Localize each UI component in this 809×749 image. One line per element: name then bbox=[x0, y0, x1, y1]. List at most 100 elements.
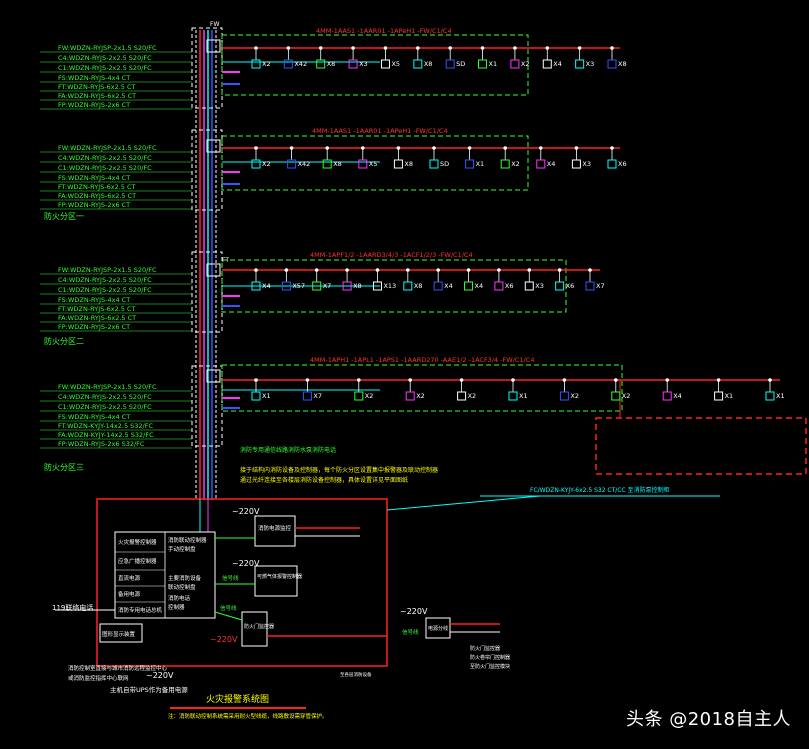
gas-alarm-label: 可燃气体报警控制器 bbox=[257, 573, 302, 580]
remote-monitor-note: 或消防监控指挥中心联网 bbox=[68, 674, 129, 682]
isolator-module bbox=[206, 263, 221, 277]
device-count-label: X8 bbox=[333, 160, 342, 168]
signal-line-label: 信号线 bbox=[402, 628, 419, 636]
bus-tap-point bbox=[466, 268, 471, 272]
cabinet-cell: 直流电源 bbox=[118, 574, 141, 582]
bus-tap-point bbox=[416, 46, 420, 50]
device-symbol bbox=[542, 59, 552, 69]
voltage-label: ~220V bbox=[232, 507, 260, 516]
device-symbol bbox=[316, 59, 326, 69]
device-symbol bbox=[571, 159, 581, 169]
phone-119-label: 119联络电话 bbox=[52, 603, 93, 612]
device-symbol bbox=[251, 281, 261, 291]
device-count-label: X7 bbox=[596, 282, 605, 290]
device-count-label: X2 bbox=[622, 392, 631, 400]
device-count-label: X6 bbox=[618, 160, 627, 168]
graphic-display-unit bbox=[99, 623, 143, 643]
cabinet-cell: 手动控制盘 bbox=[168, 545, 196, 553]
zone-label: 防火分区三 bbox=[44, 462, 84, 472]
bus-tap-point bbox=[480, 46, 485, 50]
floor-junction-box bbox=[191, 129, 223, 211]
device-symbol bbox=[555, 281, 565, 291]
bus-tap-point bbox=[545, 46, 550, 50]
device-count-label: X1 bbox=[262, 392, 271, 400]
power-distribution-box bbox=[425, 617, 451, 639]
device-count-label: SD bbox=[440, 160, 449, 168]
bus-tap-point bbox=[610, 46, 614, 50]
device-count-label: X4 bbox=[475, 282, 484, 290]
cable-label: FA:WDZN-RYJS-6x2.5 CT bbox=[58, 92, 136, 100]
bus-tap-point bbox=[406, 268, 410, 272]
bus-tap-point bbox=[383, 46, 388, 50]
cable-label: C1:WDZN-RYJS-2x2.5 S20/FC bbox=[58, 403, 152, 411]
diagram-note: 注：消防联动控制系统需采用耐火型线缆，线路敷设需穿管保护。 bbox=[168, 712, 328, 720]
cable-label: FA:WDZN-RYJS-6x2.5 CT bbox=[58, 314, 136, 322]
device-symbol bbox=[478, 59, 488, 69]
notes-block: 消防专用通信线路消防水泵消防电话 接于结构内消防设备及控制器，每个防火分区设置集… bbox=[240, 446, 720, 497]
voltage-label: ~220V bbox=[232, 559, 260, 568]
note-line: 通过光纤连接至各楼层消防设备控制器，具体设置详见平面图纸 bbox=[240, 476, 408, 484]
device-symbol bbox=[457, 391, 467, 401]
device-count-label: X8 bbox=[327, 60, 336, 68]
bus-tap-point bbox=[361, 146, 365, 150]
cabinet-cell: 主要消防设备 bbox=[168, 574, 202, 582]
bus-tap-point bbox=[318, 46, 323, 50]
bus-tap-point bbox=[467, 146, 472, 150]
device-symbol bbox=[358, 159, 368, 169]
device-symbol bbox=[413, 59, 423, 69]
device-symbol bbox=[445, 59, 455, 69]
isolator-module bbox=[206, 39, 221, 53]
fire-door-monitor-box bbox=[241, 611, 268, 647]
watermark: 头条 @2018自主人 bbox=[625, 709, 791, 730]
bus-tap-point bbox=[254, 378, 258, 382]
bottom-small-note: 至各层消防设备 bbox=[340, 671, 372, 678]
bus-tap-point bbox=[577, 46, 582, 50]
cable-label: FP:WDZN-RYJS-2x6 CT bbox=[58, 101, 130, 109]
cable-label: FP:WDZN-RYJS-2x6 CT bbox=[58, 201, 130, 209]
voltage-label: ~220V bbox=[400, 607, 428, 616]
device-symbol bbox=[429, 159, 439, 169]
isolator-module bbox=[206, 139, 221, 153]
bus-tap-point bbox=[408, 378, 413, 382]
device-count-label: X2 bbox=[262, 160, 271, 168]
device-count-label: X2 bbox=[416, 392, 425, 400]
device-symbol bbox=[500, 159, 510, 169]
loop-title: 4MM-1AAS1 -1AAR01 -1APeH1 -FW/C1/C4 bbox=[316, 27, 452, 35]
cable-label: FW:WDZN-RYJSP-2x1.5 S20/FC bbox=[58, 383, 157, 391]
cabinet-cell: 消防专用电话总机 bbox=[118, 606, 163, 614]
power-monitor-box bbox=[254, 515, 296, 547]
cable-label: C4:WDZN-RYJS-2x2.5 S20/FC bbox=[58, 393, 152, 401]
bus-tap-point bbox=[610, 146, 614, 150]
bus-tap-point bbox=[511, 378, 515, 382]
device-count-label: X1 bbox=[519, 392, 528, 400]
device-count-label: X4 bbox=[262, 282, 271, 290]
bus-tap-point bbox=[351, 46, 355, 50]
bus-tap-point bbox=[254, 146, 258, 150]
bus-tap-point bbox=[665, 378, 669, 382]
device-count-label: X5 bbox=[369, 160, 378, 168]
cabinet-cell: 火灾报警控制器 bbox=[118, 538, 157, 546]
cabinet-cell: 消防联动控制器 bbox=[168, 536, 207, 544]
device-count-label: X6 bbox=[566, 282, 575, 290]
voltage-label: ~220V bbox=[146, 671, 174, 680]
bus-tap-point bbox=[357, 378, 361, 382]
zone-label: 防火分区二 bbox=[44, 336, 84, 346]
cable-label: FS:WDZN-RYJS-4x4 CT bbox=[58, 413, 130, 421]
floor-group-2: FW:WDZN-RYJSP-2x1.5 S20/FC C4:WDZN-RYJS-… bbox=[40, 127, 620, 221]
gas-alarm-controller-box bbox=[254, 565, 298, 597]
diagram-title: 火灾报警系统图 bbox=[206, 693, 269, 705]
device-symbol bbox=[372, 281, 382, 291]
cable-list-1: FW:WDZN-RYJSP-2x1.5 S20/FC C4:WDZN-RYJS-… bbox=[40, 44, 192, 110]
cabinet-cell: 应急广播控制器 bbox=[118, 557, 157, 565]
device-symbol bbox=[354, 391, 364, 401]
device-symbol bbox=[322, 159, 332, 169]
cable-label: FP:WDZN-RYJS-2x6 CT bbox=[58, 323, 130, 331]
loop-title: 4MM-1AAS1 -1AAR01 -1APeH1 -FW/C1/C4 bbox=[312, 127, 448, 135]
device-count-label: X1 bbox=[725, 392, 734, 400]
device-count-label: X2 bbox=[521, 60, 530, 68]
right-note: 至防火门监控模块 bbox=[470, 663, 510, 670]
bus-tap-point bbox=[527, 268, 532, 272]
device-count-label: X3 bbox=[582, 160, 591, 168]
